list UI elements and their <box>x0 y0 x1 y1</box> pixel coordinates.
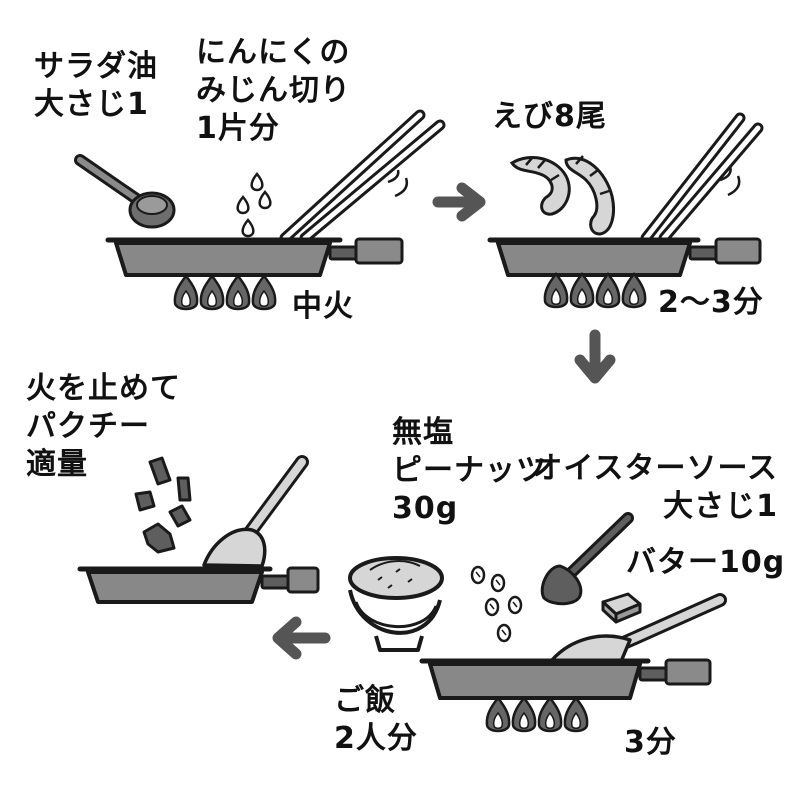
bowl-icon <box>348 556 444 652</box>
panel-finish <box>77 455 320 604</box>
frying-pan-icon <box>105 237 404 277</box>
spatula-icon <box>550 593 727 666</box>
garlic-drops <box>236 172 272 238</box>
label-garlic: にんにくの みじん切り 1片分 <box>196 35 351 146</box>
flame-icon <box>485 696 589 733</box>
frying-pan-icon <box>487 237 762 277</box>
measuring-spoon-icon <box>74 154 176 229</box>
label-shrimp: えび8尾 <box>492 99 607 134</box>
spatula-icon <box>202 455 309 568</box>
frying-pan-icon <box>77 566 320 604</box>
arrow-icon <box>574 329 616 384</box>
chopsticks-icon <box>640 112 764 244</box>
butter-icon <box>601 592 642 624</box>
label-rice: ご飯 2人分 <box>334 683 418 756</box>
arrow-icon <box>272 616 331 660</box>
flame-icon <box>543 272 647 309</box>
arrow-icon <box>432 182 486 222</box>
label-peanuts: 無塩 ピーナッツ 30g <box>392 415 547 526</box>
label-oil: サラダ油 大さじ1 <box>34 49 158 122</box>
flame-icon <box>173 274 277 311</box>
panel-sauce-peanuts <box>348 512 727 733</box>
label-time-2: 3分 <box>624 725 677 760</box>
shrimp-icon <box>509 155 615 236</box>
label-butter: バター10g <box>626 545 786 580</box>
label-time-1: 2～3分 <box>658 285 764 320</box>
label-finish: 火を止めて パクチー 適量 <box>26 371 181 482</box>
label-oyster-sauce: オイスターソース 大さじ1 <box>532 451 778 524</box>
frying-pan-icon <box>419 658 712 700</box>
chopsticks-icon <box>279 109 446 244</box>
panel-oil-garlic <box>74 109 446 311</box>
peanut-pieces <box>470 565 523 643</box>
panel-shrimp <box>487 112 764 309</box>
label-heat: 中火 <box>292 289 354 324</box>
coriander-leaves <box>134 456 192 554</box>
sauce-spoon-icon <box>540 512 634 606</box>
